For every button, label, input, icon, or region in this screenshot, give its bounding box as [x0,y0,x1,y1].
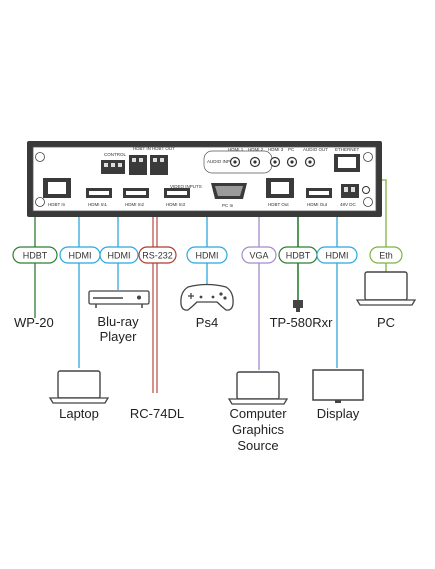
video-inputs-label: VIDEO INPUTS [170,184,202,189]
svg-text:VGA: VGA [249,251,268,261]
svg-text:HDBT: HDBT [286,251,311,261]
control-label: CONTROL [104,152,126,157]
bluray-player-icon [88,290,150,308]
connector-pill-rs232: RS-232 [138,246,177,264]
game-controller-icon [180,283,234,311]
audio-jacks [229,156,316,168]
pc-laptop-icon [355,271,417,306]
hdmi-in1-label: HDMI In1 [88,202,108,207]
connector-pill-hdmi-out: HDMI [316,246,358,264]
connector-pill-vga: VGA [241,246,277,264]
svg-text:RS-232: RS-232 [142,251,173,261]
audio-out-label: AUDIO OUT [303,147,328,152]
ps4-label: Ps4 [196,315,218,330]
bluray-label-line1: Blu-ray [97,314,139,329]
cable-hdmi-out [318,200,338,368]
audio-hdmi3-label: HDMI 3 [268,147,284,152]
cable-hdmi-in1 [78,199,98,368]
pc-in-label: PC In [222,203,234,208]
cable-vga [238,199,260,370]
cgs-label-line1: Computer [229,406,287,421]
connector-pill-hdmi-in1: HDMI [59,246,101,264]
hdmi-in2-label: HDMI In2 [125,202,145,207]
hdmi-out-label: HDMI Out [307,202,328,207]
svg-text:HDMI: HDMI [326,251,349,261]
hdmi-in3-label: HDMI In3 [166,202,186,207]
bluray-label-line2: Player [100,329,138,344]
connector-pill-hdbt-in: HDBT [12,246,58,264]
svg-text:HDMI: HDMI [108,251,131,261]
svg-text:Eth: Eth [379,251,393,261]
laptop-label: Laptop [59,406,99,421]
tp580rxr-label: TP-580Rxr [270,315,334,330]
ground-screw-icon [362,186,370,194]
hdbt-in-port-label: HDBT In [48,202,66,207]
power-terminal[interactable] [341,184,359,198]
tp580rxr-device-icon [293,300,303,312]
audio-hdmi2-label: HDMI 2 [248,147,264,152]
hdbt-out-port-label: HDBT Out [268,202,289,207]
rc74dl-label: RC-74DL [130,406,184,421]
audio-pc-label: PC [288,147,295,152]
connector-pill-hdbt-out: HDBT [278,246,318,264]
svg-text:HDMI: HDMI [196,251,219,261]
hdbt-in-terminal-block[interactable] [129,155,147,175]
cgs-label-line2: Graphics [232,422,285,437]
pc-label: PC [377,315,395,330]
ethernet-label: ETHERNET [335,147,360,152]
hdbt-in-control-label: HDBT IN [133,146,151,151]
display-icon [312,369,364,403]
display-label: Display [317,406,360,421]
audio-inputs-label: AUDIO INPUTS [207,159,239,164]
audio-hdmi1-label: HDMI 1 [228,147,244,152]
hdbt-out-terminal-block[interactable] [150,155,168,175]
connector-pill-hdmi-in3: HDMI [186,246,228,264]
laptop-icon [48,370,110,404]
wp20-label: WP-20 [14,315,54,330]
connector-pill-hdmi-in2: HDMI [99,246,139,264]
computer-graphics-laptop-icon [227,371,289,405]
svg-text:HDMI: HDMI [69,251,92,261]
power-label: 48V DC [340,202,357,207]
switcher-rear-panel: CONTROL HDBT IN HDBT OUT VIDEO INPUTS AU… [27,141,382,217]
cgs-label-line3: Source [237,438,278,453]
hdbt-out-control-label: HDBT OUT [152,146,175,151]
svg-text:HDBT: HDBT [23,251,48,261]
connector-pill-eth: Eth [369,246,403,264]
